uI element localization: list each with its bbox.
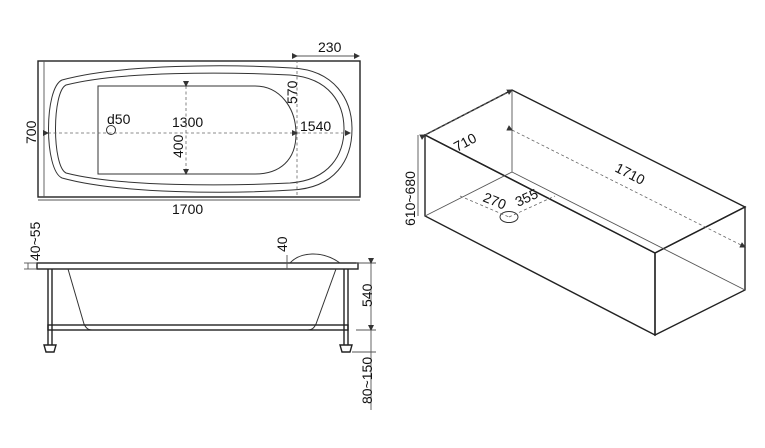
top-view-basin [97,85,297,175]
dim-1540-label: 1540 [300,118,331,134]
dim-40-55-label: 40~55 [27,221,43,261]
dim-610-680-label: 610~680 [402,171,418,226]
dim-570-label: 570 [284,80,300,104]
dim-540-label: 540 [359,283,375,307]
side-view-rim [36,262,359,270]
side-view-crossbar [47,324,349,331]
iso-right-face [654,205,746,337]
dim-270-label: 270 [481,189,509,213]
dim-1710-label: 1710 [613,159,648,187]
top-view: 230 570 700 1300 1540 400 d50 1700 [23,39,361,217]
dim-1700-label: 1700 [172,201,203,217]
side-view-foot-right [339,344,353,353]
dim-355-label: 355 [513,185,541,209]
side-view: 40~55 40 540 80~150 [24,221,376,410]
dim-700-label: 700 [23,120,39,144]
side-view-tub-body [67,268,337,331]
top-view-outer-frame [37,60,361,198]
drain-circle-iso [499,211,519,223]
top-view-rim-outline [48,65,353,193]
drain-d50-label: d50 [107,111,131,127]
dim-400-label: 400 [170,134,186,158]
dim-80-150-label: 80~150 [359,357,375,404]
side-view-foot-left [43,344,57,353]
iso-view: 710 1710 610~680 270 355 [402,89,747,337]
dim-230-label: 230 [318,39,342,55]
iso-top-face [423,89,747,254]
top-view-rim-inner [55,72,345,186]
dim-1300-label: 1300 [172,114,203,130]
side-view-headrest-bump [289,253,341,264]
drain-circle-top [106,125,116,135]
dim-40-label: 40 [274,236,290,252]
